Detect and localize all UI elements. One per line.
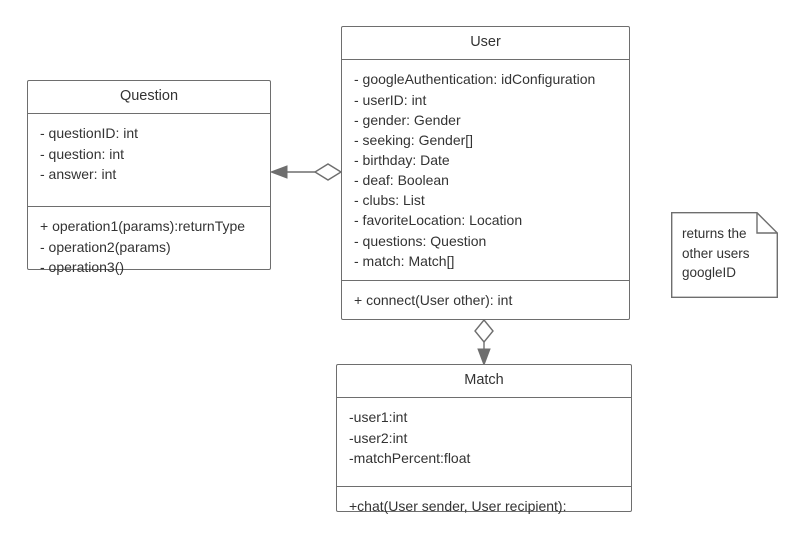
- note-line: googleID: [682, 265, 737, 281]
- class-attribute: -matchPercent:float: [349, 449, 471, 466]
- class-box-question[interactable]: Question - questionID: int - question: i…: [27, 80, 271, 275]
- note-text-content: returns the other users googleID: [682, 224, 768, 283]
- class-operation: - operation3(): [40, 258, 125, 275]
- class-box-match[interactable]: Match -user1:int -user2:int -matchPercen…: [336, 364, 632, 514]
- class-attribute: - clubs: List: [354, 192, 425, 209]
- class-attribute: - questionID: int: [40, 125, 139, 142]
- class-attributes-user: - googleAuthentication: idConfiguration …: [342, 60, 629, 280]
- note-line: other users: [682, 245, 750, 261]
- class-attribute: - questions: Question: [354, 232, 487, 249]
- note-shape-icon: [671, 212, 778, 298]
- class-attributes-question: - questionID: int - question: int - answ…: [28, 114, 270, 206]
- class-name-user: User: [342, 27, 629, 61]
- class-attribute: - birthday: Date: [354, 152, 450, 169]
- class-box-user[interactable]: User - googleAuthentication: idConfigura…: [341, 26, 630, 320]
- class-attribute: - match: Match[]: [354, 252, 455, 269]
- class-attribute: -user2:int: [349, 429, 408, 446]
- class-attribute: - seeking: Gender[]: [354, 131, 474, 148]
- class-operations-user: + connect(User other): int: [342, 280, 629, 319]
- class-attribute: - question: int: [40, 145, 125, 162]
- class-name-match: Match: [337, 365, 631, 399]
- note-box-connect[interactable]: returns the other users googleID: [671, 212, 778, 298]
- relationship-user-question: [269, 163, 343, 181]
- class-attributes-match: -user1:int -user2:int -matchPercent:floa…: [337, 398, 631, 486]
- class-operations-match: +chat(User sender, User recipient):: [337, 486, 631, 525]
- class-operation: + connect(User other): int: [354, 292, 513, 309]
- class-operations-question: + operation1(params):returnType - operat…: [28, 206, 270, 285]
- class-attribute: - googleAuthentication: idConfiguration: [354, 71, 596, 88]
- class-name-question: Question: [28, 81, 270, 115]
- class-operation: +chat(User sender, User recipient):: [349, 498, 567, 515]
- class-attribute: - gender: Gender: [354, 111, 461, 128]
- class-operation: + operation1(params):returnType: [40, 218, 246, 235]
- relationship-user-match: [474, 318, 494, 367]
- class-attribute: -user1:int: [349, 409, 408, 426]
- class-attribute: - answer: int: [40, 165, 117, 182]
- class-attribute: - userID: int: [354, 91, 427, 108]
- class-operation: - operation2(params): [40, 238, 171, 255]
- class-attribute: - deaf: Boolean: [354, 172, 449, 189]
- class-attribute: - favoriteLocation: Location: [354, 212, 523, 229]
- note-line: returns the: [682, 226, 747, 241]
